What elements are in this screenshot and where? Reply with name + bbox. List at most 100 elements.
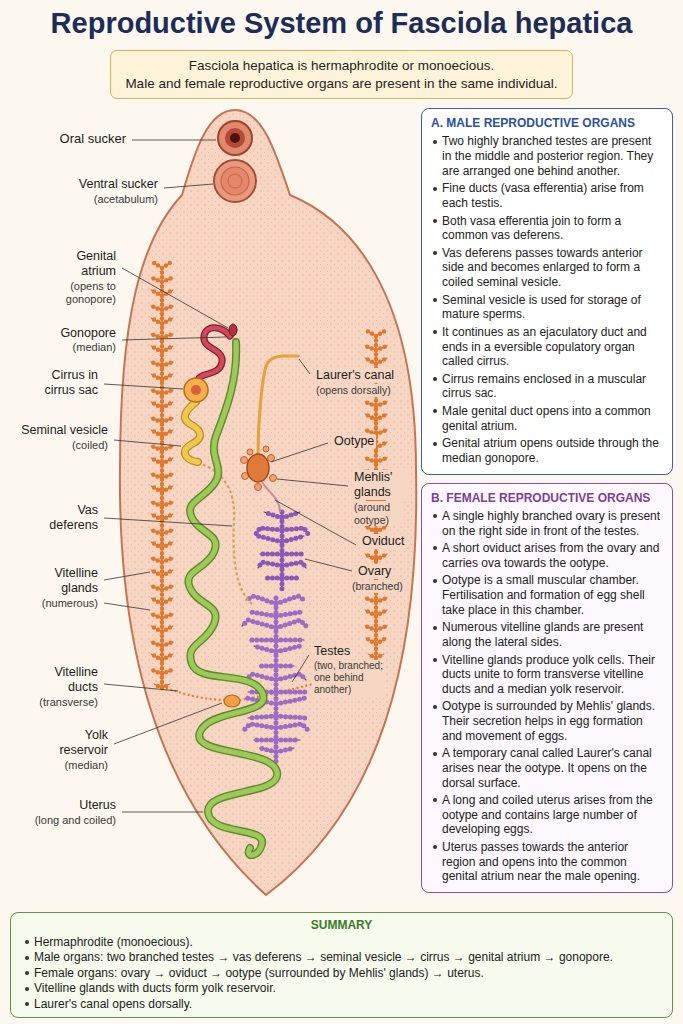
- part-note: (transverse): [37, 696, 100, 709]
- leader-line: [132, 140, 216, 141]
- genital-atrium: [229, 324, 237, 336]
- cirrus: [191, 385, 201, 395]
- bullet-text: Two highly branched testes are present i…: [431, 134, 663, 178]
- part-note: (coiled): [70, 439, 110, 452]
- laurers-canal: [258, 356, 298, 454]
- panel-heading: B. FEMALE REPRODUCTIVE ORGANS: [431, 491, 663, 505]
- seminal-vesicle: [185, 402, 200, 462]
- part-label: Oviduct: [360, 534, 406, 549]
- intro-text: Fasciola hepatica is hermaphrodite or mo…: [125, 57, 557, 75]
- leader-line: [114, 440, 181, 446]
- mehlis-glands: [241, 446, 277, 491]
- uterus-tube: [188, 342, 277, 855]
- part-label: Uterus: [77, 798, 118, 813]
- leader-line: [114, 703, 222, 744]
- oviduct: [262, 482, 280, 512]
- ovary: [256, 512, 308, 590]
- female-organs-panel: B. FEMALE REPRODUCTIVE ORGANS A single hi…: [421, 483, 673, 893]
- leader-line: [305, 559, 352, 571]
- bullet-text: Ootype is a small muscular chamber. Fert…: [431, 573, 663, 617]
- ventral-sucker-ring: [228, 174, 242, 188]
- part-label: Yolk reservoir: [38, 728, 110, 758]
- bullet-text: A short oviduct arises from the ovary an…: [431, 541, 663, 570]
- ventral-sucker: [214, 160, 256, 202]
- vitelline-duct-transverse: [166, 688, 226, 700]
- part-note: (long and coiled): [33, 814, 118, 827]
- mehlis-gland-cell: [270, 475, 277, 482]
- oral-sucker: [218, 121, 252, 155]
- uterus: [188, 342, 277, 855]
- bullet-text: A single highly branched ovary is presen…: [431, 509, 663, 538]
- leader-line: [122, 268, 228, 328]
- part-note: (numerous): [40, 597, 100, 610]
- part-label: Seminal vesicle: [19, 423, 110, 438]
- bullet-text: Vitelline glands produce yolk cells. The…: [431, 653, 663, 697]
- part-note: (acetabulum): [92, 193, 160, 206]
- leader-line: [271, 443, 328, 462]
- bullet-text: A long and coiled uterus arises from the…: [431, 793, 663, 837]
- bullet-text: Female organs: ovary → oviduct → ootype …: [23, 966, 660, 980]
- male-organs-panel: A. MALE REPRODUCTIVE ORGANS Two highly br…: [421, 108, 673, 475]
- ovary-lobules: [256, 512, 308, 590]
- bullet-text: Numerous vitelline glands are present al…: [431, 620, 663, 649]
- leader-line: [275, 500, 356, 545]
- bullet-text: Both vasa efferentia join to form a comm…: [431, 214, 663, 243]
- ejaculatory-duct: [198, 328, 230, 380]
- part-label: Ootype: [332, 434, 376, 449]
- mehlis-gland-cell: [255, 484, 262, 491]
- male-terminal-organs: [184, 324, 237, 462]
- oral-sucker-rim: [218, 121, 252, 155]
- part-label: Gonopore: [58, 326, 118, 341]
- part-label: Ventral sucker: [77, 177, 160, 192]
- part-label: Genital atrium: [46, 249, 118, 279]
- part-note: (two, branched; one behind another): [312, 660, 386, 696]
- panel-heading: SUMMARY: [23, 918, 660, 932]
- bullet-text: Laurer's canal opens dorsally.: [23, 997, 660, 1011]
- intro-text: Male and female reproductive organs are …: [125, 75, 557, 93]
- oral-sucker-cup: [225, 128, 245, 148]
- uterus-outline: [188, 342, 277, 855]
- part-label: Laurer's canal: [314, 368, 396, 383]
- bullet-text: Seminal vesicle is used for storage of m…: [431, 293, 663, 322]
- bullet-text: Fine ducts (vasa efferentia) arise from …: [431, 181, 663, 210]
- leader-line: [104, 384, 183, 389]
- yolk-reservoir: [224, 695, 240, 707]
- ventral-sucker-rim: [214, 160, 256, 202]
- bullet-text: Vas deferens passes towards anterior sid…: [431, 246, 663, 290]
- part-note: (median): [63, 759, 110, 772]
- ootype: [247, 454, 269, 482]
- part-label: Mehlis' glands: [352, 470, 410, 500]
- mehlis-gland-cell: [247, 449, 253, 455]
- leader-lines: [104, 140, 356, 812]
- bullet-text: It continues as an ejaculatory duct and …: [431, 325, 663, 369]
- leader-line: [104, 603, 150, 610]
- panel-heading: A. MALE REPRODUCTIVE ORGANS: [431, 116, 663, 130]
- vitelline-beads-left: [151, 263, 173, 690]
- vitelline-duct-left: [151, 263, 173, 690]
- bullet-text: Hermaphrodite (monoecious).: [23, 935, 660, 949]
- ovary-branches: [256, 512, 308, 590]
- bullet-text: Vitelline glands with ducts form yolk re…: [23, 981, 660, 995]
- mehlis-gland-cell: [263, 446, 269, 452]
- leader-line: [104, 684, 178, 691]
- body-outline: [120, 110, 416, 895]
- ventral-sucker-ring: [221, 167, 249, 195]
- body-texture: [120, 110, 416, 895]
- bullet-text: Male organs: two branched testes → vas d…: [23, 950, 660, 964]
- leader-line: [277, 479, 348, 486]
- cirrus-sac: [184, 378, 208, 402]
- bullet-text: Ootype is surrounded by Mehlis' glands. …: [431, 699, 663, 743]
- bullet-text: Genital atrium opens outside through the…: [431, 436, 663, 465]
- part-note: (opens dorsally): [314, 384, 393, 397]
- leader-line: [122, 337, 226, 340]
- bullet-text: Uterus passes towards the anterior regio…: [431, 840, 663, 884]
- part-label: Cirrus in cirrus sac: [16, 368, 100, 398]
- part-label: Vas deferens: [30, 503, 100, 533]
- part-label: Vitelline glands: [28, 566, 100, 596]
- leader-line: [104, 518, 232, 526]
- mehlis-gland-cell: [241, 457, 248, 464]
- oral-sucker-mouth: [230, 133, 240, 143]
- leader-line: [122, 812, 203, 813]
- bullet-text: Cirrus remains enclosed in a muscular ci…: [431, 372, 663, 401]
